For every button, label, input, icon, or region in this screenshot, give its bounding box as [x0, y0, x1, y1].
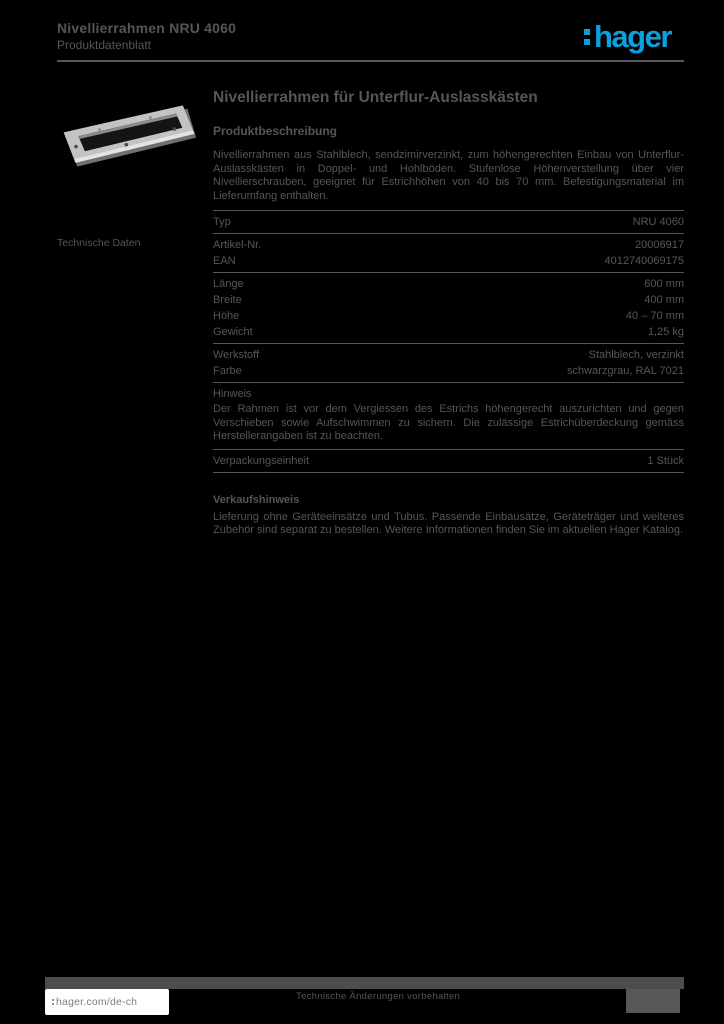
sidebar-section-label: Technische Daten — [57, 237, 141, 249]
content-column: Nivellierrahmen für Unterflur-Auslasskäs… — [213, 88, 684, 538]
spec-value: NRU 4060 — [632, 216, 684, 228]
spec-group: Typ NRU 4060 — [213, 210, 684, 233]
table-row: Artikel-Nr. 20006917 — [213, 237, 684, 253]
spec-value: 20006917 — [635, 239, 684, 251]
note-section: Verkaufshinweis Lieferung ohne Geräteein… — [213, 494, 684, 538]
spec-group: Länge 600 mm Breite 400 mm Höhe 40 – 70 … — [213, 272, 684, 343]
hager-logo: hager — [584, 19, 672, 54]
header-subtitle: Produktdatenblatt — [57, 38, 152, 52]
hager-logo-mark-icon — [584, 28, 590, 45]
note-text: Lieferung ohne Geräteeinsätze und Tubus.… — [213, 510, 684, 537]
table-row: Werkstoff Stahlblech, verzinkt — [213, 347, 684, 363]
footer-disclaimer: Technische Änderungen vorbehalten — [296, 991, 461, 1002]
footer-link[interactable]: hager.com/de-ch — [45, 989, 169, 1015]
spec-label: Artikel-Nr. — [213, 239, 262, 251]
spec-value: Stahlblech, verzinkt — [588, 349, 684, 361]
spec-table: Typ NRU 4060 Artikel-Nr. 20006917 EAN 40… — [213, 210, 684, 473]
spec-label: Verpackungseinheit — [213, 454, 310, 467]
table-row: Breite 400 mm — [213, 292, 684, 308]
spec-label: Werkstoff — [213, 349, 260, 361]
note-heading: Verkaufshinweis — [213, 493, 300, 506]
spec-label: Breite — [213, 294, 242, 306]
footer-band — [45, 977, 684, 989]
table-row: Verpackungseinheit 1 Stück — [213, 453, 684, 469]
spec-value: 4012740069175 — [604, 255, 684, 267]
spec-label: Gewicht — [213, 326, 253, 338]
spec-value: 600 mm — [644, 278, 684, 290]
footer-link-text: hager.com/de-ch — [56, 996, 138, 1008]
spec-label: Höhe — [213, 310, 240, 322]
spec-value: schwarzgrau, RAL 7021 — [567, 365, 684, 377]
spec-value: 400 mm — [644, 294, 684, 306]
spec-group: Verpackungseinheit 1 Stück — [213, 448, 684, 472]
table-row: EAN 4012740069175 — [213, 253, 684, 269]
header-divider — [57, 60, 684, 62]
spec-value: 1 Stück — [647, 454, 684, 467]
spec-label: Farbe — [213, 365, 242, 377]
spec-label: EAN — [213, 255, 236, 267]
header-product-name: Nivellierrahmen NRU 4060 — [57, 20, 237, 36]
spec-label: Hinweis — [213, 388, 252, 400]
spec-value-long: Der Rahmen ist vor dem Vergiessen des Es… — [213, 403, 684, 442]
spec-group: Werkstoff Stahlblech, verzinkt Farbe sch… — [213, 343, 684, 382]
header-block: Nivellierrahmen NRU 4060 Produktdatenbla… — [57, 19, 236, 53]
table-row: Länge 600 mm — [213, 276, 684, 292]
table-row: Farbe schwarzgrau, RAL 7021 — [213, 363, 684, 379]
table-row: Höhe 40 – 70 mm — [213, 308, 684, 324]
qr-code — [626, 989, 680, 1013]
description-heading: Produktbeschreibung — [213, 124, 338, 138]
table-row: Typ NRU 4060 — [213, 214, 684, 230]
hager-colon-icon — [52, 999, 54, 1005]
spec-label: Typ — [213, 216, 231, 228]
spec-value: 40 – 70 mm — [625, 310, 684, 322]
leveling-frame-illustration — [63, 105, 197, 167]
page-title: Nivellierrahmen für Unterflur-Auslasskäs… — [213, 89, 538, 106]
spec-group: Artikel-Nr. 20006917 EAN 4012740069175 — [213, 233, 684, 272]
table-row: Hinweis — [213, 386, 684, 402]
spec-value: 1,25 kg — [647, 326, 684, 338]
table-row: Gewicht 1,25 kg — [213, 324, 684, 340]
product-photo — [55, 92, 205, 180]
product-description: Nivellierrahmen aus Stahlblech, sendzimi… — [213, 149, 684, 202]
hager-logo-text: hager — [594, 19, 672, 54]
spec-group: Hinweis Der Rahmen ist vor dem Vergiesse… — [213, 382, 684, 449]
spec-label: Länge — [213, 278, 244, 290]
